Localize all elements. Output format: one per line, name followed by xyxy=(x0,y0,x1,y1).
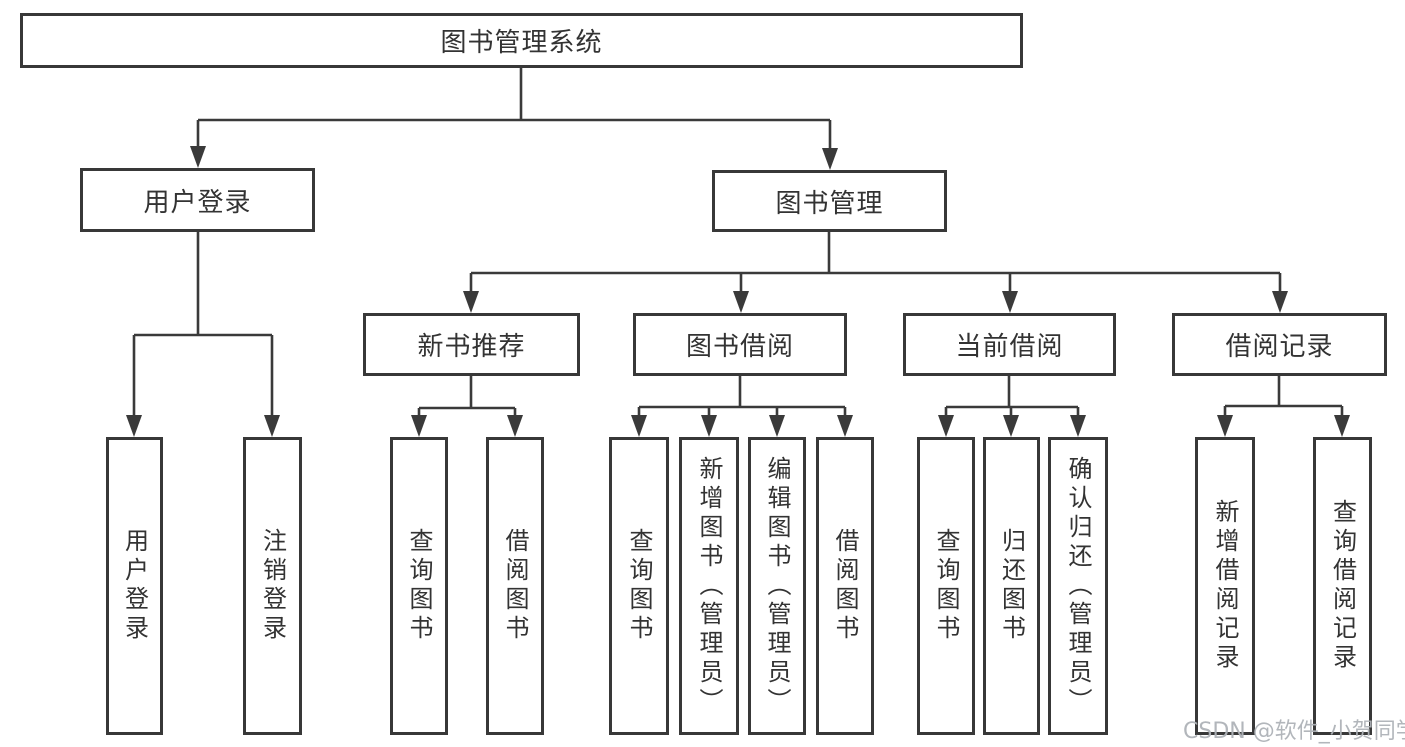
node-new-book-recommend: 新书推荐 xyxy=(363,313,580,376)
leaf-borrow-books-recommend: 借阅图书 xyxy=(486,437,544,735)
node-label: 图书管理 xyxy=(775,188,884,219)
connector-root-to-level1 xyxy=(190,68,838,170)
connector-borrow-records-to-leaves xyxy=(1217,376,1350,437)
leaf-edit-book-admin: 编辑图书（管理员） xyxy=(748,437,806,735)
node-label: 图书管理系统 xyxy=(440,28,603,58)
leaf-add-borrow-record: 新增借阅记录 xyxy=(1195,437,1255,735)
leaf-label: 用户登录 xyxy=(120,528,149,644)
leaf-label: 查询图书 xyxy=(405,528,433,644)
connector-new-book-to-leaves xyxy=(411,376,523,437)
leaf-borrow-books-borrow: 借阅图书 xyxy=(816,437,874,735)
leaf-query-books-recommend: 查询图书 xyxy=(390,437,448,735)
leaf-confirm-return-admin: 确认归还（管理员） xyxy=(1048,437,1108,735)
leaf-label: 借阅图书 xyxy=(501,528,529,644)
node-root-system: 图书管理系统 xyxy=(20,13,1023,68)
connector-book-borrow-to-leaves xyxy=(631,376,853,437)
node-label: 用户登录 xyxy=(143,187,252,218)
node-borrow-records: 借阅记录 xyxy=(1172,313,1387,376)
node-book-borrow: 图书借阅 xyxy=(633,313,847,376)
node-label: 借阅记录 xyxy=(1225,332,1334,362)
leaf-label: 新增图书（管理员） xyxy=(695,455,723,717)
node-current-borrow: 当前借阅 xyxy=(903,313,1116,376)
leaf-label: 编辑图书（管理员） xyxy=(763,455,791,717)
leaf-label: 确认归还（管理员） xyxy=(1064,455,1092,717)
leaf-label: 查询图书 xyxy=(932,528,960,644)
node-label: 新书推荐 xyxy=(417,332,526,362)
node-label: 当前借阅 xyxy=(955,332,1064,362)
connector-book-management-to-level2 xyxy=(463,232,1288,313)
leaf-label: 注销登录 xyxy=(258,528,287,644)
connector-current-borrow-to-leaves xyxy=(938,376,1086,437)
connector-user-login-to-leaves xyxy=(126,232,280,437)
leaf-query-books-borrow: 查询图书 xyxy=(609,437,669,735)
leaf-query-books-current: 查询图书 xyxy=(917,437,975,735)
node-book-management: 图书管理 xyxy=(712,170,947,232)
leaf-user-login: 用户登录 xyxy=(106,437,163,735)
leaf-query-borrow-record: 查询借阅记录 xyxy=(1313,437,1372,735)
leaf-label: 借阅图书 xyxy=(831,528,859,644)
node-user-login: 用户登录 xyxy=(80,168,315,232)
node-label: 图书借阅 xyxy=(685,332,794,362)
leaf-label: 归还图书 xyxy=(997,528,1026,644)
leaf-label: 查询图书 xyxy=(625,528,653,644)
csdn-watermark: CSDN @软件_小贺同学 xyxy=(1183,719,1405,744)
leaf-label: 新增借阅记录 xyxy=(1211,499,1239,673)
leaf-logout: 注销登录 xyxy=(243,437,302,735)
leaf-return-book: 归还图书 xyxy=(983,437,1040,735)
leaf-add-book-admin: 新增图书（管理员） xyxy=(679,437,739,735)
leaf-label: 查询借阅记录 xyxy=(1328,499,1357,673)
